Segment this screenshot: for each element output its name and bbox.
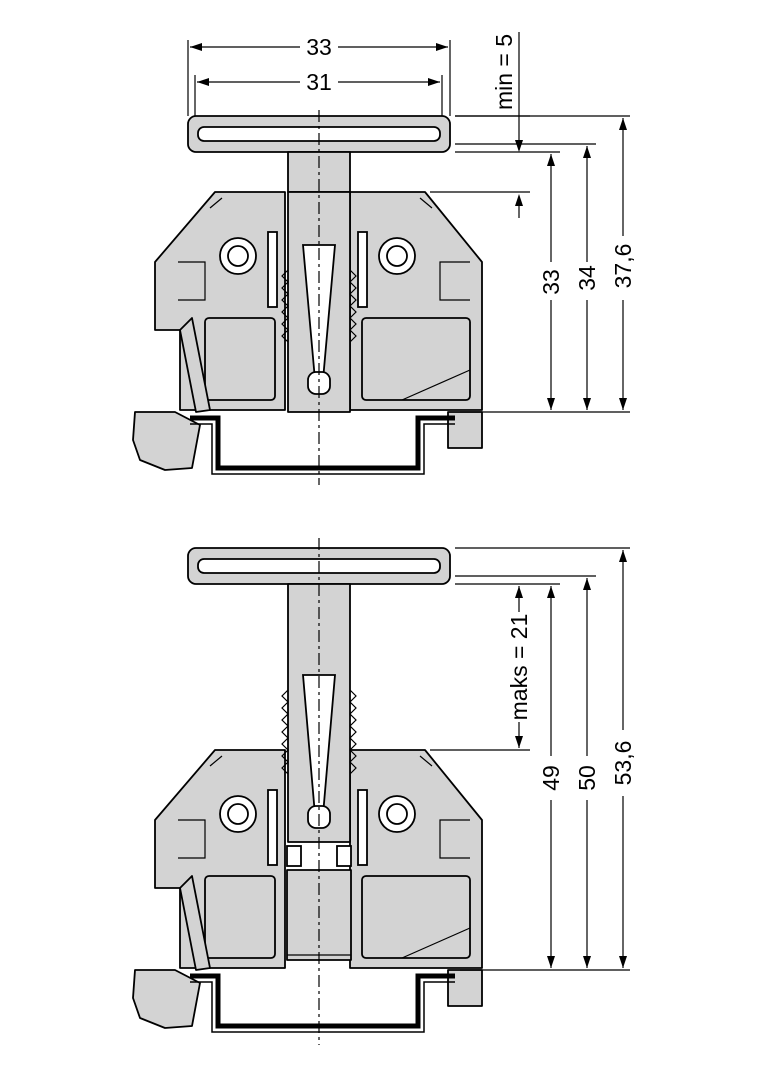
- bottom-dimensions: maks = 21 49 50 53,6: [430, 547, 636, 971]
- dim-max: maks = 21: [506, 614, 532, 721]
- dim-width-outer: 33: [306, 34, 332, 60]
- dim-height-37-6: 37,6: [610, 244, 636, 289]
- dim-height-33: 33: [538, 269, 564, 295]
- top-dimensions: 33 31 min = 5 33 34 37,6: [187, 32, 636, 413]
- dim-width-inner: 31: [306, 69, 332, 95]
- dim-height-34: 34: [574, 265, 600, 291]
- dim-min: min = 5: [491, 34, 517, 110]
- dim-height-53-6: 53,6: [610, 741, 636, 786]
- dim-height-50: 50: [574, 765, 600, 791]
- bottom-marker: [187, 538, 451, 1045]
- top-assembly: [133, 110, 482, 485]
- dim-height-49: 49: [538, 765, 564, 791]
